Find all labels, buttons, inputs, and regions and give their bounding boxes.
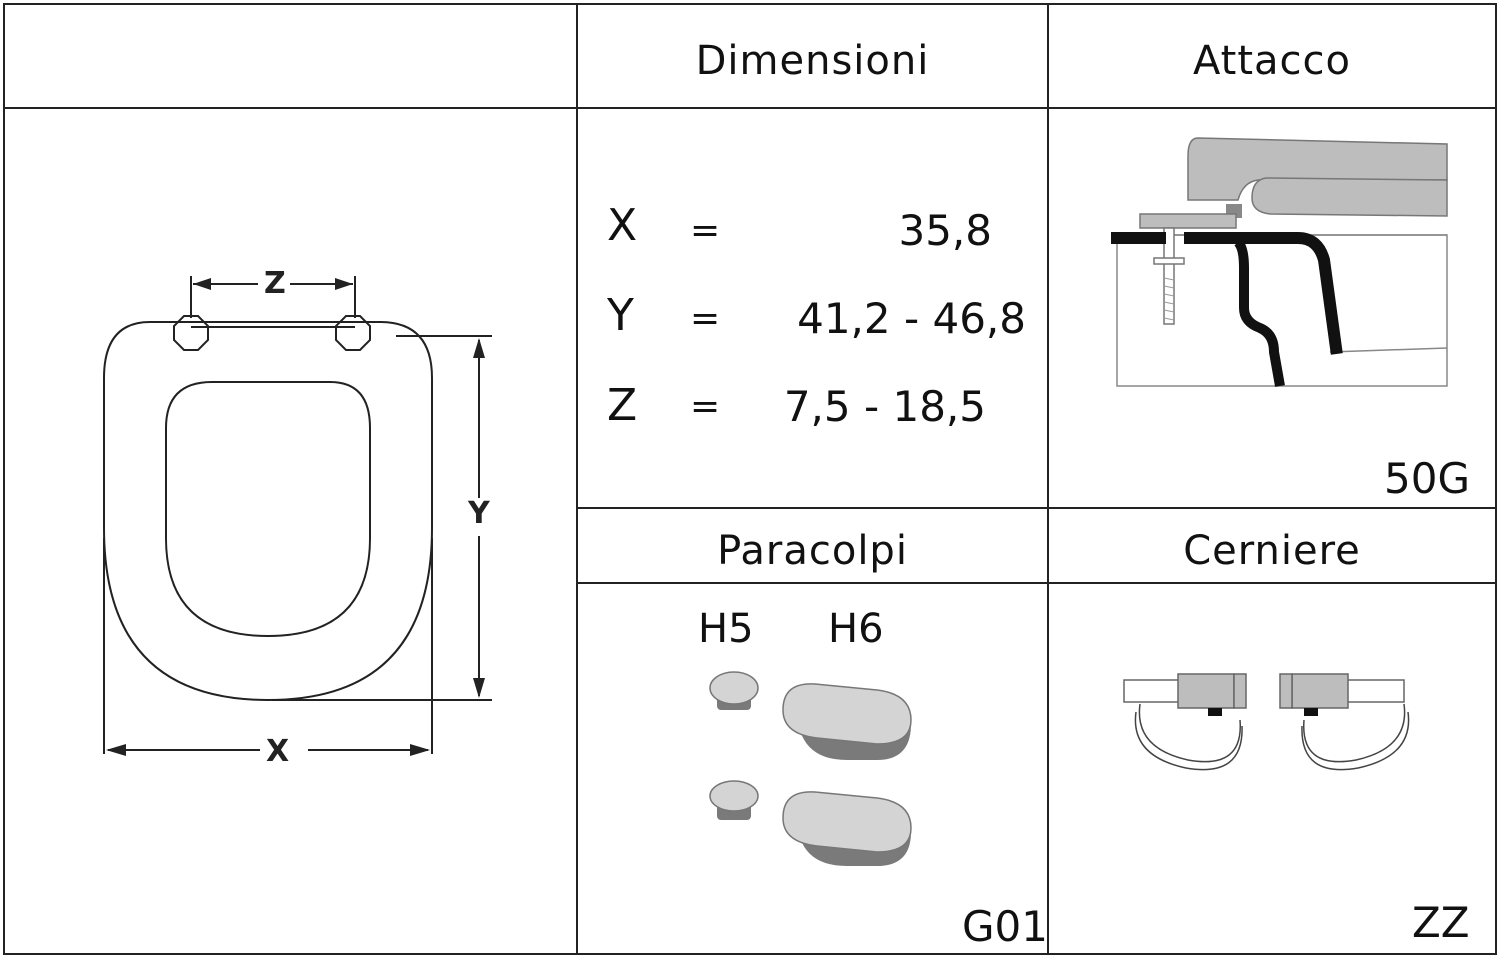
hinge-left-icon [173, 315, 209, 351]
seat-shape [1251, 177, 1448, 217]
label-y: Y [468, 496, 490, 531]
dim-value-x: 35,8 [898, 206, 992, 255]
hinge-right-part-icon [1279, 673, 1410, 771]
attachment-code: 50G [1384, 454, 1470, 503]
bumper-label-h5: H5 [698, 606, 754, 652]
dim-value-y: 41,2 - 46,8 [797, 294, 1026, 343]
dim-letter-z: Z [607, 380, 638, 431]
hinges-code: ZZ [1412, 898, 1470, 947]
bumper-h5-top-icon [709, 671, 759, 710]
bumpers-code: G01 [962, 902, 1048, 951]
bumper-h6-top-icon [782, 683, 912, 760]
bumper-label-h6: H6 [828, 606, 884, 652]
lid-shape [1187, 137, 1448, 201]
label-x: X [266, 734, 290, 769]
ceramic-profile [1111, 232, 1343, 355]
label-z: Z [264, 266, 286, 301]
bumper-h5-bottom-icon [709, 780, 759, 820]
dim-value-z: 7,5 - 18,5 [783, 382, 986, 431]
seat-inner-outline [165, 381, 371, 638]
seat-diagram [103, 276, 492, 756]
attachment-diagram [1111, 137, 1448, 387]
bumpers-diagram [709, 671, 912, 866]
hinge-right-icon [335, 315, 371, 351]
dim-letter-x: X [607, 200, 638, 251]
dim-letter-y: Y [607, 290, 634, 341]
dim-eq-x: = [690, 210, 721, 251]
hinge-left-part-icon [1123, 673, 1247, 771]
dim-eq-y: = [690, 298, 721, 339]
hinges-diagram [1123, 673, 1410, 771]
header-hinges: Cerniere [1183, 528, 1361, 574]
header-attachment: Attacco [1193, 38, 1351, 84]
header-bumpers: Paracolpi [717, 528, 908, 574]
seat-outer-outline [103, 321, 433, 702]
header-dimensions: Dimensioni [695, 38, 930, 84]
dim-eq-z: = [690, 386, 721, 427]
bumper-h6-bottom-icon [782, 791, 912, 866]
